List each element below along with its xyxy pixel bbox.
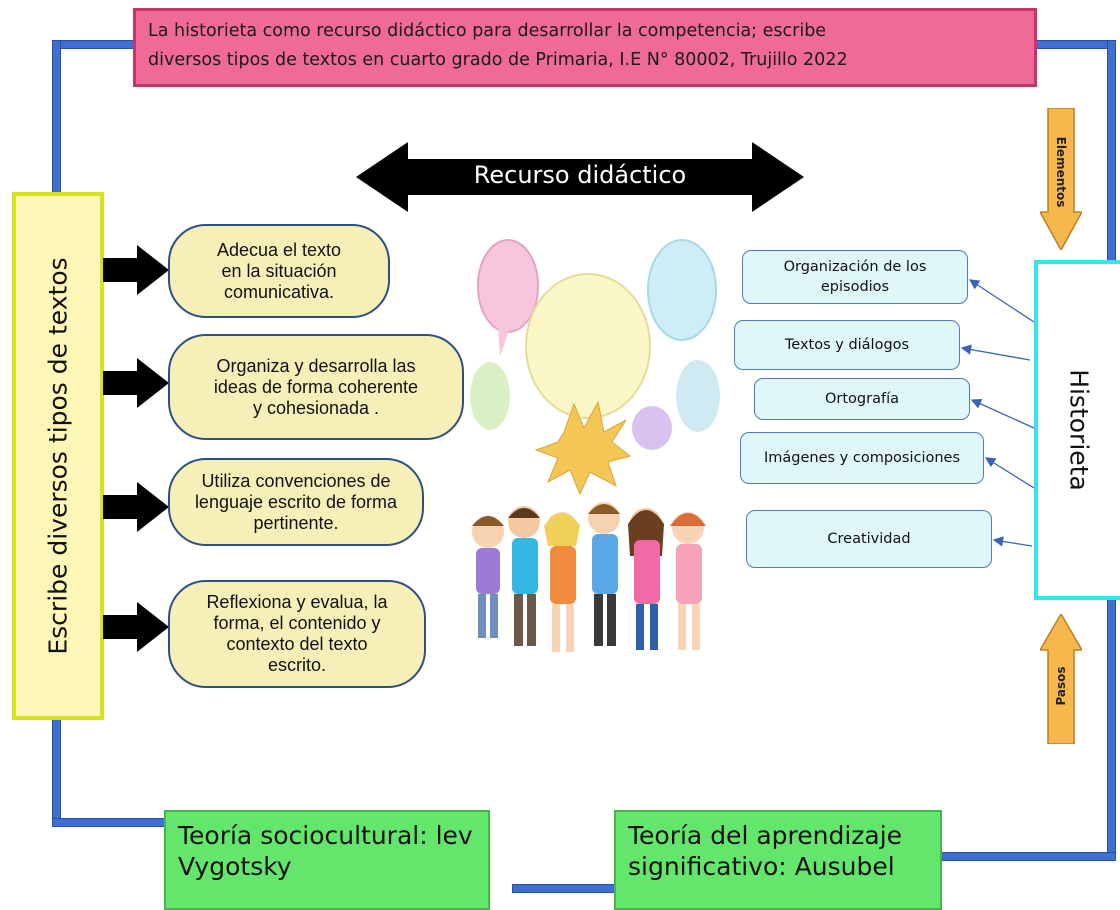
diagram-title: La historieta como recurso didáctico par… — [133, 8, 1037, 87]
recurso-double-arrow — [356, 142, 804, 212]
historieta-box: Historieta — [1034, 260, 1120, 600]
competency-text: Adecua el texto en la situación comunica… — [216, 239, 342, 302]
competency-text: Utiliza convenciones de lenguaje escrito… — [194, 470, 398, 533]
element-box-imagenes: Imágenes y composiciones — [740, 432, 984, 484]
connector-arrow — [970, 399, 1035, 429]
title-line-1: La historieta como recurso didáctico par… — [148, 21, 827, 41]
theory-text: Teoría sociocultural: lev Vygotsky — [178, 821, 473, 881]
connector-arrow — [960, 344, 1031, 361]
element-text: Ortografía — [824, 391, 899, 407]
title-line-2: diversos tipos de textos en cuarto grado… — [148, 50, 848, 70]
arrow-right-icon — [103, 245, 169, 295]
arrow-right-icon — [103, 602, 169, 652]
element-box-textos: Textos y diálogos — [734, 320, 960, 370]
competency-oval-1: Adecua el texto en la situación comunica… — [168, 224, 390, 318]
connector-arrow — [992, 536, 1033, 547]
children-speech-bubbles-illustration — [470, 239, 720, 652]
arrow-right-icon — [103, 358, 169, 408]
competency-oval-3: Utiliza convenciones de lenguaje escrito… — [168, 458, 424, 546]
elementos-arrow-down-icon — [1040, 108, 1082, 250]
element-text: Creatividad — [827, 531, 911, 547]
arrow-right-icon — [103, 482, 169, 532]
competency-oval-2: Organiza y desarrolla las ideas de forma… — [168, 334, 464, 440]
theory-box-ausubel: Teoría del aprendizaje significativo: Au… — [614, 810, 942, 910]
element-text: Imágenes y composiciones — [763, 450, 961, 466]
competency-text: Reflexiona y evalua, la forma, el conten… — [206, 592, 388, 675]
element-box-ortografia: Ortografía — [754, 378, 970, 420]
competency-title-box: Escribe diversos tipos de textos — [12, 192, 104, 720]
theory-text: Teoría del aprendizaje significativo: Au… — [628, 821, 903, 881]
competency-oval-4: Reflexiona y evalua, la forma, el conten… — [168, 580, 426, 688]
recurso-didactico-label: Recurso didáctico — [473, 161, 687, 189]
theory-box-vygotsky: Teoría sociocultural: lev Vygotsky — [164, 810, 490, 910]
competency-text: Organiza y desarrolla las ideas de forma… — [213, 355, 419, 418]
element-text: Organización de los episodios — [783, 259, 927, 295]
element-box-organizacion: Organización de los episodios — [742, 250, 968, 304]
element-text: Textos y diálogos — [784, 337, 910, 353]
element-box-creatividad: Creatividad — [746, 510, 992, 568]
connector-arrow — [968, 279, 1035, 323]
connector-arrow — [984, 457, 1035, 489]
pasos-arrow-up-icon — [1040, 614, 1082, 744]
